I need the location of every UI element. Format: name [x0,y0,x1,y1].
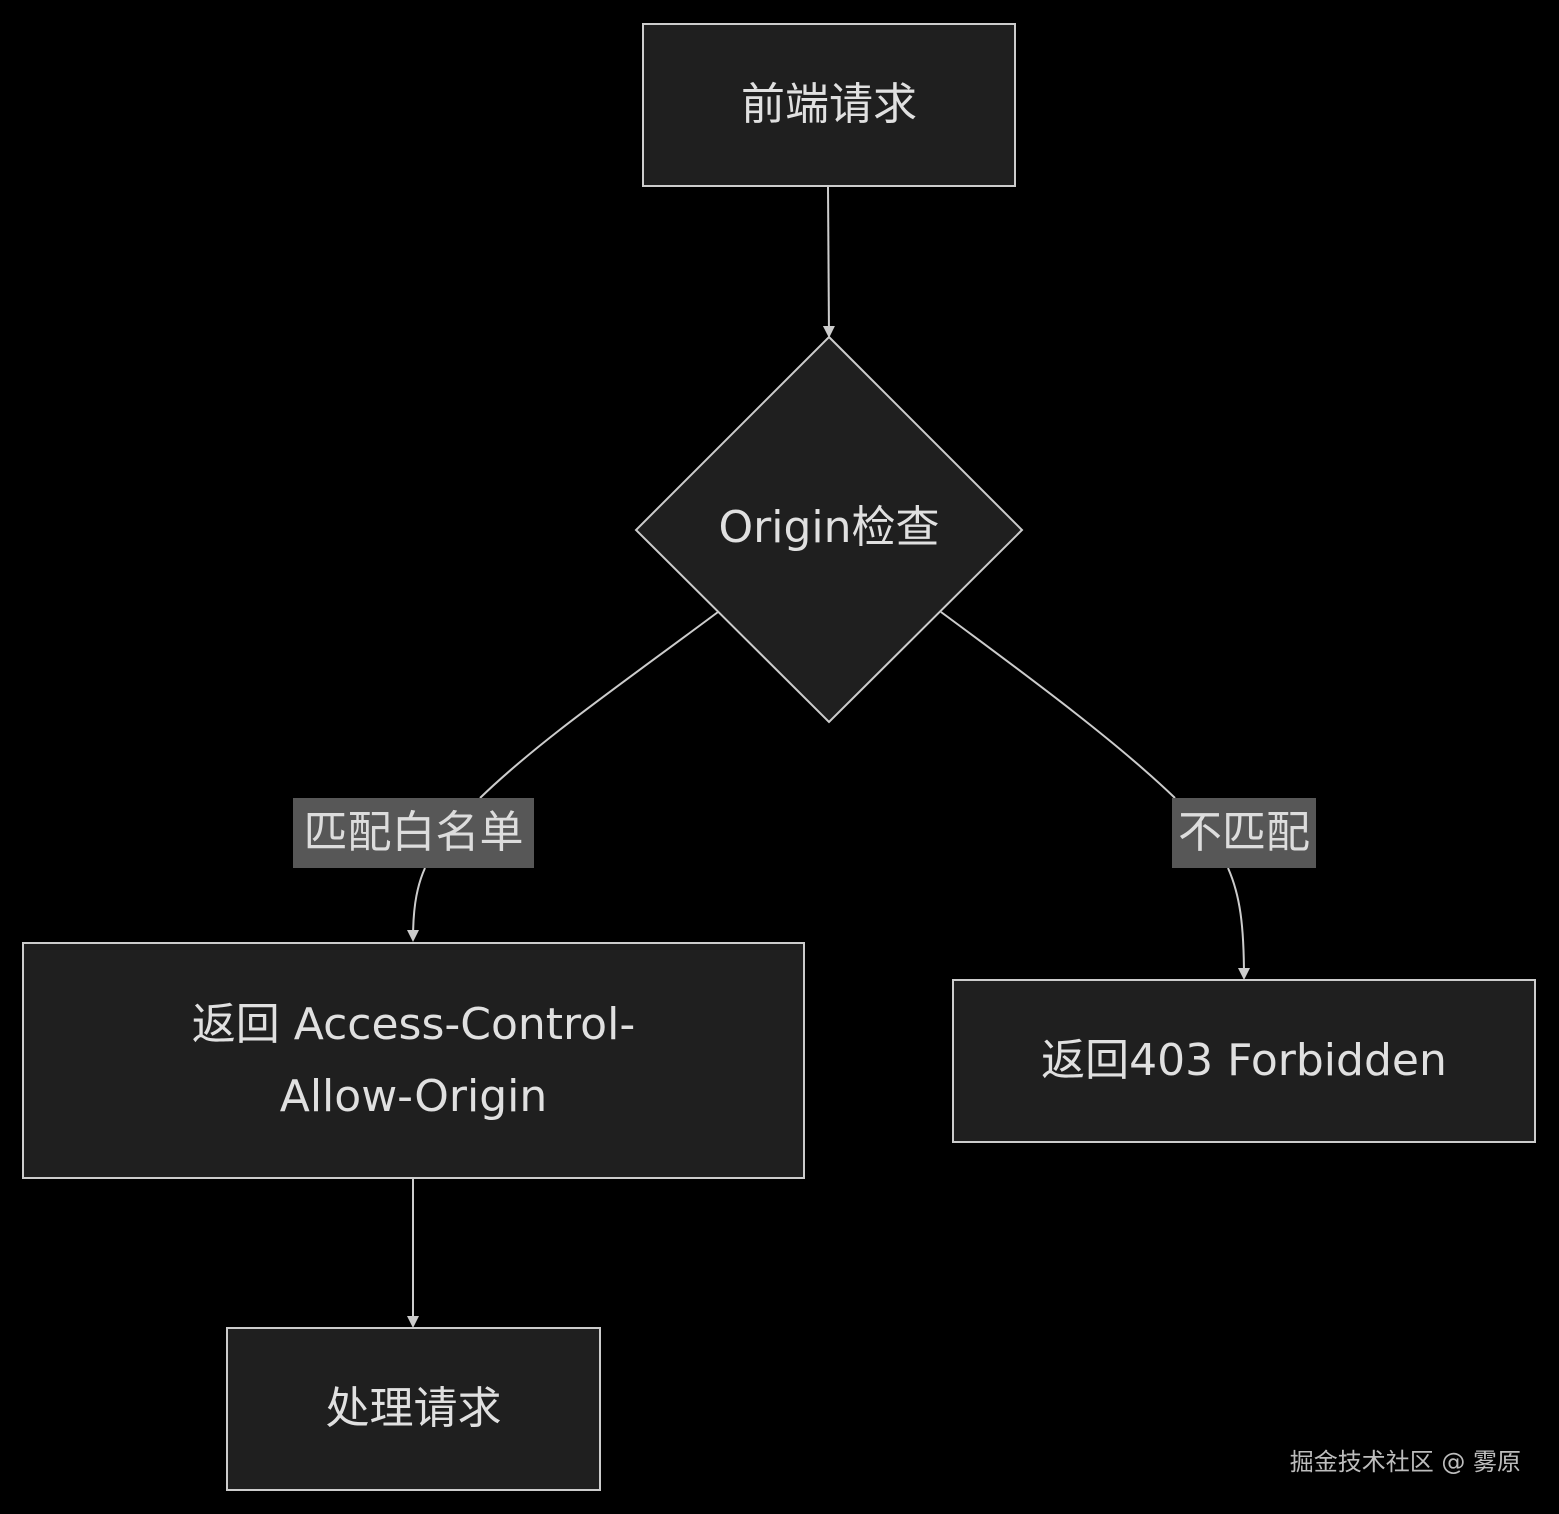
edge-check-to-403 [940,611,1244,978]
node-return-403: 返回403 Forbidden [952,979,1536,1143]
edge-check-to-acao [413,611,719,940]
edge-label-match-whitelist: 匹配白名单 [293,798,534,868]
node-process-request-label: 处理请求 [325,1383,502,1434]
edge-label-no-match: 不匹配 [1172,798,1316,868]
origin-check-diamond [634,335,1024,724]
node-origin-check-label: Origin检查 [718,502,940,553]
node-return-403-label: 返回403 Forbidden [1041,1035,1447,1086]
node-return-acao-label: 返回 Access-Control-Allow-Origin [191,998,636,1122]
node-frontend-request-label: 前端请求 [741,79,917,130]
node-process-request: 处理请求 [226,1327,601,1491]
edge-request-to-check [822,186,835,338]
node-frontend-request: 前端请求 [642,23,1016,187]
node-return-acao: 返回 Access-Control-Allow-Origin [22,942,805,1179]
watermark: 掘金技术社区 @ 雾原 [1289,1448,1521,1476]
